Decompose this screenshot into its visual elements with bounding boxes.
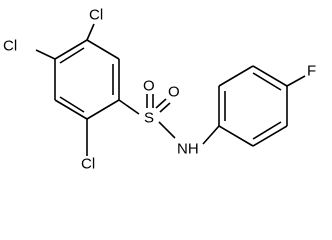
bond-ring-a3-a4 [86,99,120,120]
nh-label: NH [177,141,199,158]
fluorophenyl-ring [218,65,288,147]
bond-ring-inner-6 [252,121,282,140]
bond-s-o-right-b [159,102,171,113]
chlorine-bottom-label: Cl [81,156,95,173]
oxygen-left-label: O [143,78,155,95]
chlorine-top-right-label: Cl [89,7,103,24]
structure-canvas: Cl Cl Cl S O O NH F [3,6,317,173]
bond-nh-ring [202,125,220,145]
bond-ring-a1-a2 [86,39,120,60]
bond-s-o-right-a [155,98,167,109]
bond-ring-a4-a5 [54,99,88,120]
bond-ring-inner-5 [252,72,282,91]
trichlorophenyl-ring [54,39,120,120]
sulfur-label: S [144,110,154,127]
oxygen-right-label: O [168,84,180,101]
fluorine-label: F [307,63,316,80]
bond-ring-to-sulfur [118,99,140,115]
bond-ring-b5-b6 [252,125,288,147]
bond-ring-b3-b4 [252,65,288,87]
bond-to-cl-top-left [35,49,56,60]
bond-ring-inner-2 [59,96,85,113]
bond-to-fluorine [286,75,306,87]
bond-ring-a6-a1 [54,39,88,60]
bond-s-nh [158,121,176,139]
chlorine-top-left-label: Cl [3,38,17,55]
bond-ring-b6-b1 [218,125,254,147]
bond-ring-inner-3 [59,47,85,64]
bond-to-cl-top-right [86,23,95,41]
bond-ring-b2-b3 [218,65,254,87]
molecule-structure: Cl Cl Cl S O O NH F [3,7,316,173]
